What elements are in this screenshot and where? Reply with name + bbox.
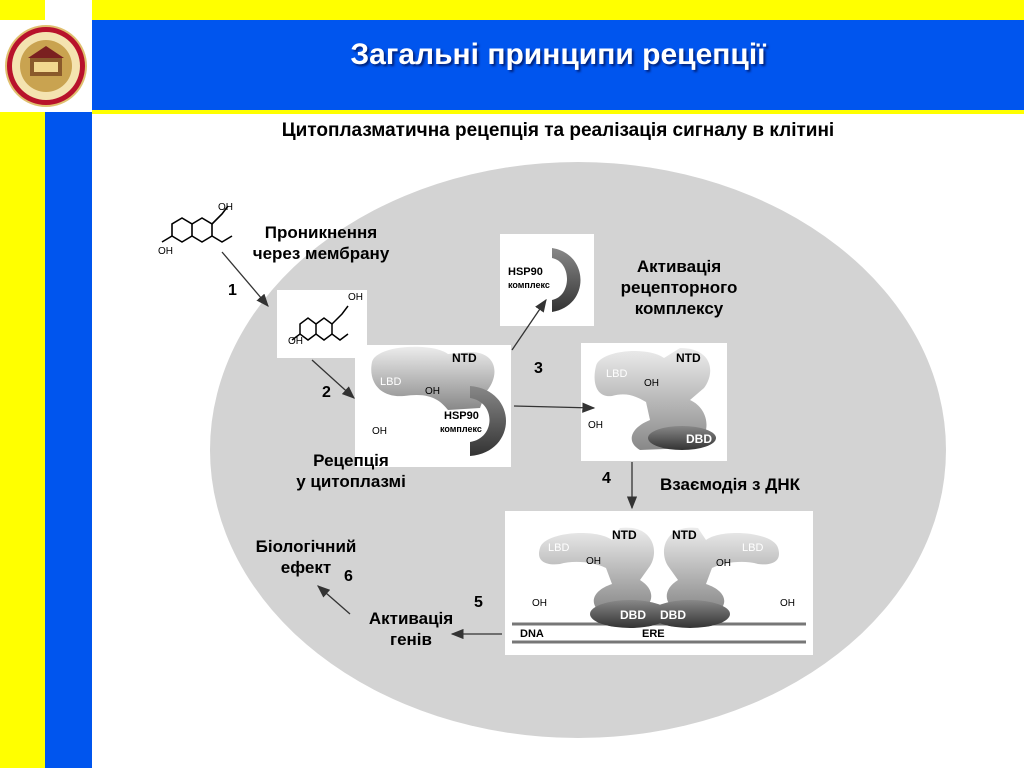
estradiol-molecule-inside [291, 305, 349, 341]
arrow-step-2 [311, 359, 355, 399]
step-3-label: Активація рецепторного комплексу [620, 257, 738, 318]
top-white-square [45, 0, 92, 20]
ntd-label: NTD [672, 528, 697, 542]
hsp90-label: HSP90 [444, 410, 479, 422]
oh-label: OH [532, 598, 547, 609]
dbd-domain-right [650, 600, 730, 628]
lbd-label: LBD [380, 376, 402, 388]
estradiol-molecule-free [161, 205, 233, 243]
left-blue-stripe [45, 0, 92, 768]
hsp90-label: HSP90 [508, 266, 543, 278]
oh-label: OH [348, 292, 363, 303]
ere-label: ERE [642, 628, 665, 640]
oh-label: OH [425, 386, 440, 397]
dbd-label: DBD [620, 608, 646, 622]
dbd-label: DBD [660, 608, 686, 622]
oh-label: OH [588, 420, 603, 431]
step-1-label: Проникнення через мембрану [252, 223, 390, 263]
receptor-shape-activated [594, 348, 711, 450]
page-subtitle: Цитоплазматична рецепція та реалізація с… [281, 120, 835, 141]
receptor-dimer-right [663, 527, 780, 612]
left-yellow-stripe [0, 0, 45, 768]
dbd-label: DBD [686, 432, 712, 446]
dbd-domain-activated [648, 426, 716, 450]
hsp90-complex-label: комплекс [440, 424, 482, 434]
oh-label: OH [716, 558, 731, 569]
oh-label: OH [158, 246, 173, 257]
step-5-label: Активація генів [368, 609, 454, 649]
arrow-step-6 [317, 585, 351, 615]
oh-label: OH [644, 378, 659, 389]
oh-label: OH [780, 598, 795, 609]
arrow-step-3 [513, 402, 596, 413]
arrow-hsp90-release [511, 298, 547, 351]
lbd-label: LBD [548, 542, 570, 554]
lbd-label: LBD [742, 542, 764, 554]
dbd-domain-left [590, 600, 670, 628]
oh-label: OH [288, 336, 303, 347]
reception-label: Рецепція у цитоплазмі [296, 451, 406, 491]
hsp90-complex-label: комплекс [508, 280, 550, 290]
header-divider [92, 110, 1024, 114]
top-yellow-band [92, 0, 1024, 20]
step-6-label: Біологічний ефект [255, 537, 357, 577]
receptor-shape-cytoplasm [371, 346, 495, 410]
ntd-label: NTD [676, 351, 701, 365]
step-6-number: 6 [344, 568, 353, 585]
receptor-dimer-left [538, 527, 655, 612]
dna-label: DNA [520, 628, 544, 640]
hsp90-bound-shape [470, 386, 506, 456]
step-1-number: 1 [228, 282, 237, 299]
step-4-label: Взаємодія з ДНК [660, 475, 800, 494]
box-dna-binding [505, 511, 813, 655]
arrow-step-1 [221, 251, 269, 307]
logo-container [0, 20, 92, 112]
ntd-label: NTD [452, 351, 477, 365]
step-5-number: 5 [474, 594, 483, 611]
university-seal-icon [5, 25, 87, 107]
box-hormone-entry [277, 290, 367, 358]
header-band [92, 20, 1024, 110]
step-3-number: 3 [534, 360, 543, 377]
oh-label: OH [218, 202, 233, 213]
step-4-number: 4 [602, 470, 611, 487]
step-2-number: 2 [322, 384, 331, 401]
lbd-label: LBD [606, 368, 628, 380]
oh-label: OH [586, 556, 601, 567]
ntd-label: NTD [612, 528, 637, 542]
oh-label: OH [372, 426, 387, 437]
hsp90-shape [552, 248, 581, 312]
page-title: Загальні принципи рецепції [350, 38, 766, 71]
